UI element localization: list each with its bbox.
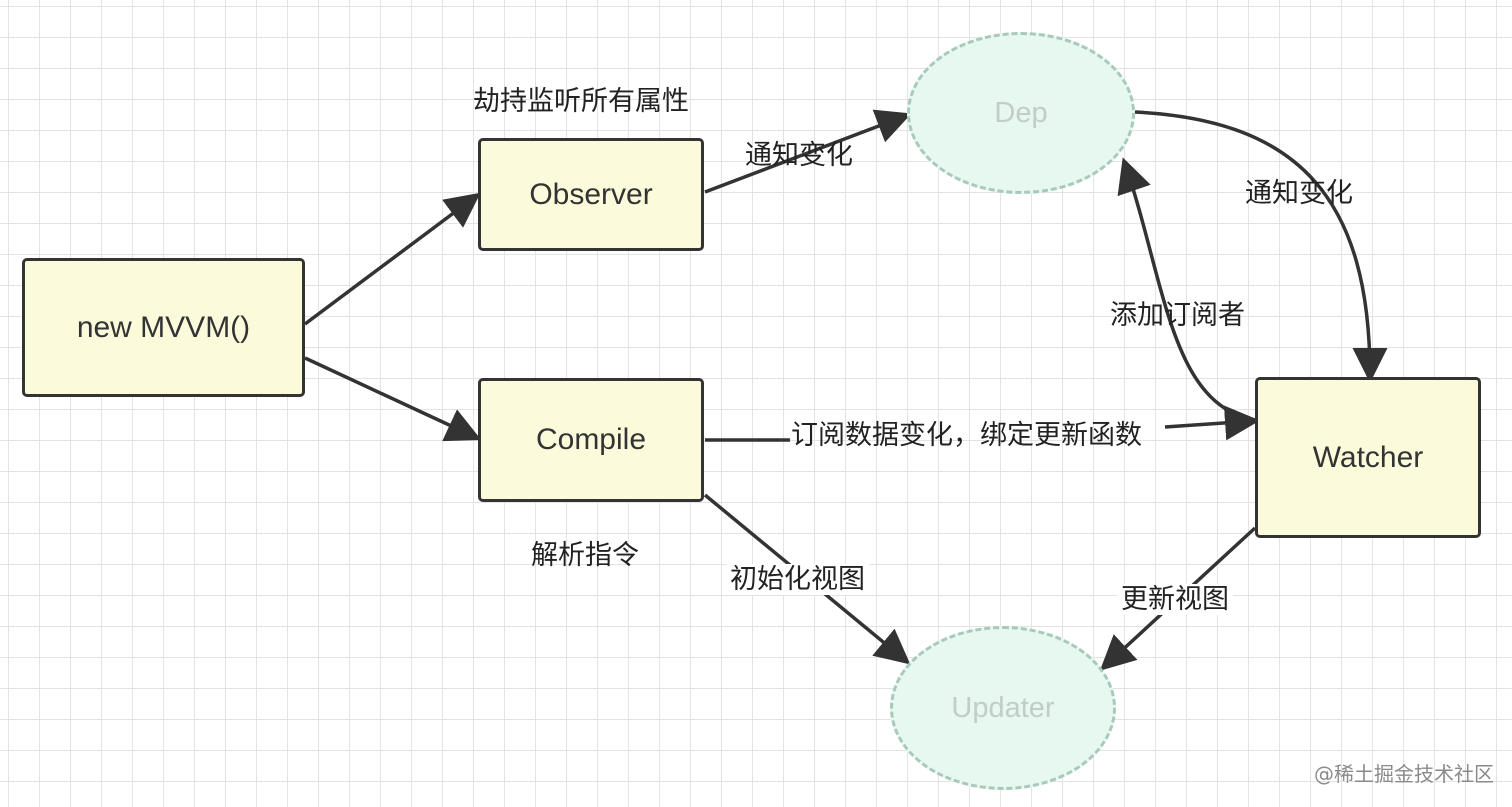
arrow-mvvm-to-compile (304, 356, 482, 442)
watermark: @稀土掘金技术社区 (1314, 762, 1494, 786)
compile-node[interactable]: Compile (478, 378, 704, 502)
arrow-compile-to-watcher (705, 421, 1253, 440)
arrow-dep-to-watcher (1134, 110, 1388, 383)
subscribe-bind-label: 订阅数据变化，绑定更新函数 (791, 420, 1142, 451)
notify-watcher-label: 通知变化 (1245, 178, 1353, 209)
update-view-label: 更新视图 (1117, 584, 1233, 615)
observer-node-label: Observer (529, 177, 653, 211)
mvvm-node[interactable]: new MVVM() (22, 258, 305, 397)
observer-node[interactable]: Observer (478, 138, 704, 251)
updater-node[interactable]: Updater (890, 626, 1116, 790)
arrow-observer-to-dep (704, 109, 912, 194)
arrow-mvvm-to-observer (303, 192, 481, 326)
hijack-label: 劫持监听所有属性 (473, 86, 689, 117)
mvvm-node-label: new MVVM() (76, 310, 251, 344)
watcher-node-label: Watcher (1312, 440, 1424, 474)
init-view-label: 初始化视图 (726, 564, 869, 595)
parse-directive-label: 解析指令 (531, 540, 639, 571)
updater-node-label: Updater (951, 691, 1055, 724)
arrow-watcher-to-dep (1117, 157, 1256, 422)
notify-dep-label: 通知变化 (745, 140, 853, 171)
add-subscriber-label: 添加订阅者 (1110, 300, 1245, 331)
dep-node-label: Dep (994, 96, 1048, 129)
dep-node[interactable]: Dep (907, 32, 1135, 194)
watcher-node[interactable]: Watcher (1255, 377, 1481, 538)
compile-node-label: Compile (535, 423, 647, 456)
